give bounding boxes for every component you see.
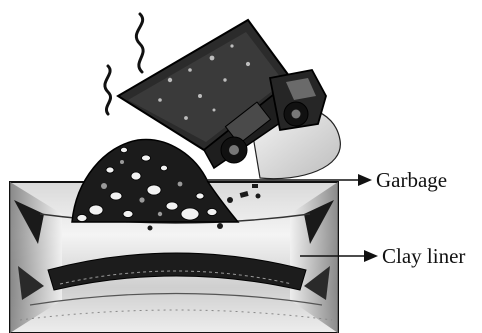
garbage-arrowhead xyxy=(358,174,372,186)
clay-liner-label: Clay liner xyxy=(382,244,465,268)
garbage-label: Garbage xyxy=(376,168,447,192)
clay-liner-arrowhead xyxy=(364,250,378,262)
